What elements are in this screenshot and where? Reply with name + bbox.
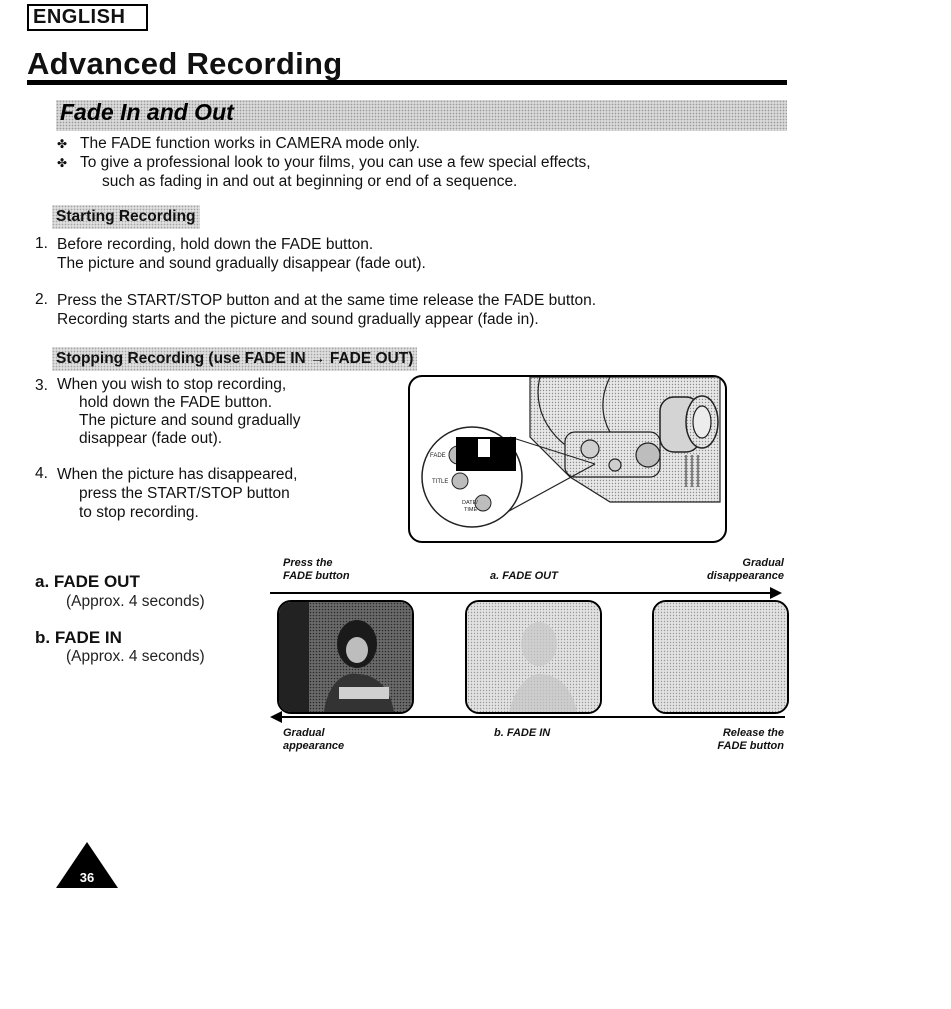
step-2-line: Recording starts and the picture and sou… xyxy=(57,311,539,328)
fade-in-label: b. FADE IN xyxy=(35,628,122,647)
page-number: 36 xyxy=(80,870,94,885)
bullet-icon: ✤ xyxy=(57,137,68,151)
arrow-left-icon xyxy=(270,711,282,723)
fade-in-duration: (Approx. 4 seconds) xyxy=(66,648,205,665)
step-1-line: Before recording, hold down the FADE but… xyxy=(57,236,374,253)
bullet-text: such as fading in and out at beginning o… xyxy=(102,173,518,190)
step-4-line: to stop recording. xyxy=(79,504,199,521)
starting-recording-heading: Starting Recording xyxy=(52,205,200,229)
caption-fade-in: b. FADE IN xyxy=(494,727,551,739)
camcorder-illustration: FADE TITLE DATE/ TIME xyxy=(408,375,727,543)
title-rule xyxy=(27,80,787,85)
step-1-line: The picture and sound gradually disappea… xyxy=(57,255,426,272)
language-badge: ENGLISH xyxy=(27,4,148,31)
step-number: 3. xyxy=(35,377,48,394)
page-title: Advanced Recording xyxy=(27,46,343,81)
step-3-line: The picture and sound gradually xyxy=(79,412,301,429)
camcorder-drawing: FADE TITLE DATE/ TIME xyxy=(421,377,721,528)
fade-out-duration: (Approx. 4 seconds) xyxy=(66,593,205,610)
step-3-line: disappear (fade out). xyxy=(79,430,223,447)
page-number-badge: 36 xyxy=(56,842,118,888)
step-3-line: hold down the FADE button. xyxy=(79,394,273,411)
arrow-right-icon xyxy=(770,587,782,599)
section-title: Fade In and Out xyxy=(60,99,234,125)
caption-fade-out: a. FADE OUT xyxy=(490,570,558,582)
step-4-line: When the picture has disappeared, xyxy=(57,466,298,483)
bullet-text: The FADE function works in CAMERA mode o… xyxy=(80,135,420,152)
fade-timeline xyxy=(270,587,785,723)
bullet-text: To give a professional look to your film… xyxy=(80,154,591,171)
step-4-line: press the START/STOP button xyxy=(79,485,290,502)
stopping-recording-heading: Stopping Recording (use FADE IN → FADE O… xyxy=(52,347,418,371)
section-band xyxy=(56,100,787,131)
date-time-label: TIME xyxy=(464,507,477,513)
fade-out-label: a. FADE OUT xyxy=(35,572,140,591)
date-time-label: DATE/ xyxy=(462,500,478,506)
title-label: TITLE xyxy=(432,479,448,485)
frame-full-picture xyxy=(277,600,414,714)
step-3-line: When you wish to stop recording, xyxy=(57,376,287,393)
frame-blank-picture xyxy=(652,600,789,714)
step-2-line: Press the START/STOP button and at the s… xyxy=(57,292,597,309)
step-number: 4. xyxy=(35,465,48,482)
step-number: 1. xyxy=(35,235,48,252)
frame-fading-picture xyxy=(465,600,602,714)
fade-label: FADE xyxy=(430,453,446,459)
bullet-icon: ✤ xyxy=(57,156,68,170)
step-number: 2. xyxy=(35,291,48,308)
